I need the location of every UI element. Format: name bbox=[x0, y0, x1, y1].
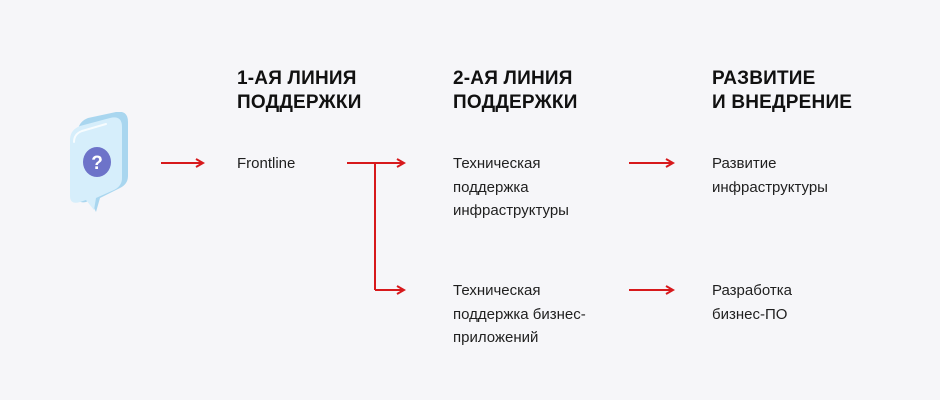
node-infrastructure-development: Развитие инфраструктуры bbox=[712, 155, 828, 196]
node-business-software-development: Разработка бизнес-ПО bbox=[712, 282, 792, 323]
question-bubble-icon: ? bbox=[70, 112, 128, 212]
node-frontline: Frontline bbox=[237, 155, 296, 172]
question-glyph: ? bbox=[91, 153, 103, 174]
column-heading-first-line: 1-АЯ ЛИНИЯ ПОДДЕРЖКИ bbox=[237, 68, 362, 113]
column-heading-second-line: 2-АЯ ЛИНИЯ ПОДДЕРЖКИ bbox=[453, 68, 578, 113]
column-heading-development: РАЗВИТИЕ И ВНЕДРЕНИЕ bbox=[712, 68, 853, 113]
node-tech-support-business-apps: Техническая поддержка бизнес- приложений bbox=[453, 282, 586, 346]
node-tech-support-infrastructure: Техническая поддержка инфраструктуры bbox=[453, 155, 569, 219]
branch-connector bbox=[347, 162, 376, 290]
